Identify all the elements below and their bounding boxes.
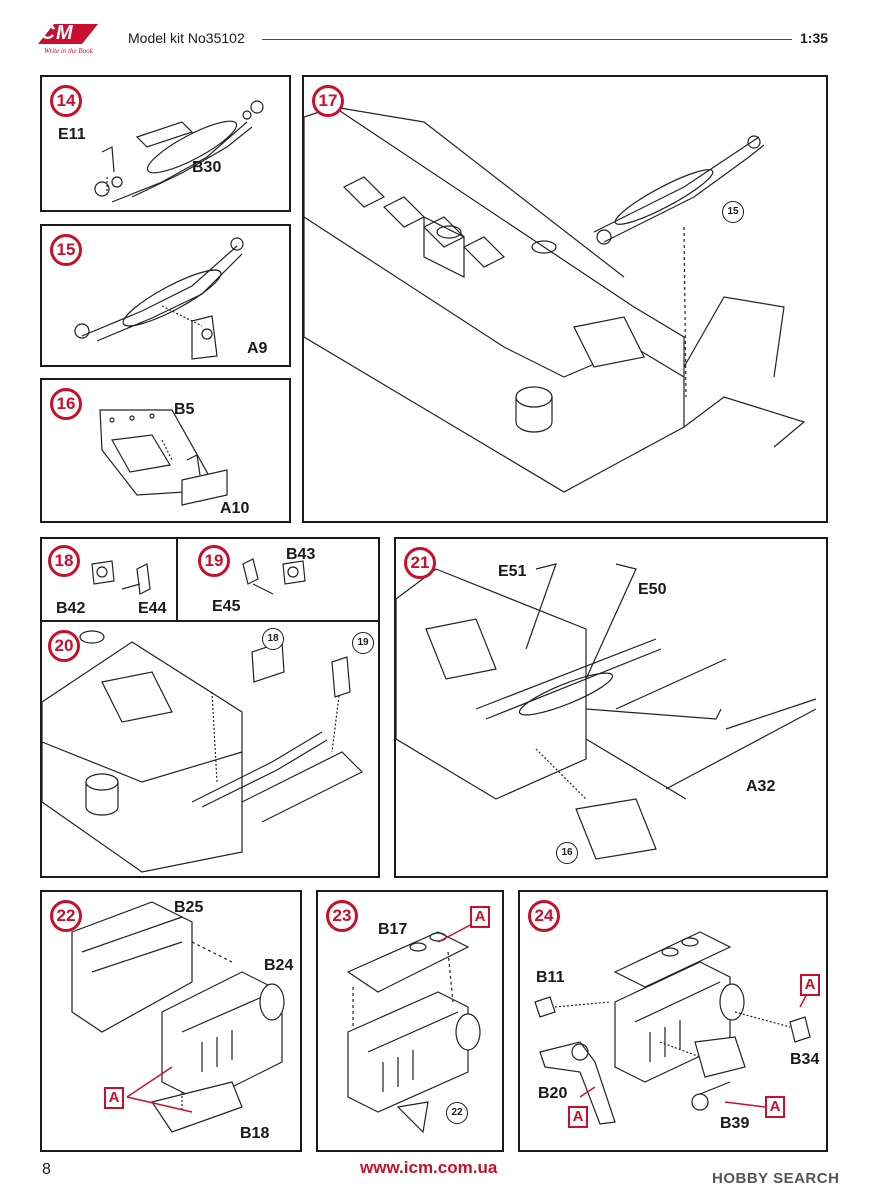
marker-a: A [104,1087,124,1109]
marker-a: A [568,1106,588,1128]
logo-text: ICM [34,22,74,44]
step-18-panel: 18 B42 E44 [40,537,176,622]
step-20-panel: 20 18 19 [40,620,380,878]
part-label-e44: E44 [138,600,167,617]
ref-step-16: 16 [556,842,578,864]
step-17-number: 17 [312,85,344,117]
part-label-b25: B25 [174,899,204,916]
step-21-drawing [396,563,817,860]
step-22-panel: 22 B25 B24 B18 A [40,890,302,1152]
logo-tagline: Write in the Book [44,47,93,55]
part-label-b30: B30 [192,159,222,176]
step-19-drawing [242,558,306,595]
step-16-drawing [99,409,228,506]
step-22-drawing [71,901,285,1133]
step-21-panel: 21 E51 E50 A32 16 [394,537,828,878]
part-label-a9: A9 [247,340,268,357]
marker-a: A [800,974,820,996]
ref-step-19: 19 [352,632,374,654]
website-link[interactable]: www.icm.com.ua [360,1158,498,1177]
step-19-number: 19 [198,545,230,577]
step-20-number: 20 [48,630,80,662]
marker-a: A [470,906,490,928]
part-label-e11: E11 [58,126,86,143]
part-label-b24: B24 [264,957,294,974]
step-15-panel: 15 A9 [40,224,291,367]
step-18-drawing [91,560,151,595]
ref-step-15: 15 [722,201,744,223]
part-label-a10: A10 [220,500,250,517]
step-16-number: 16 [50,388,82,420]
step-16-panel: 16 B5 A10 [40,378,291,523]
model-kit-title: Model kit No35102 [128,30,245,46]
part-label-b18: B18 [240,1125,270,1142]
step-17-drawing [304,106,806,493]
step-23-panel: 23 B17 A 22 [316,890,504,1152]
marker-a: A [765,1096,785,1118]
step-15-drawing [74,237,244,360]
scale-label: 1:35 [800,30,829,46]
part-label-b39: B39 [720,1115,750,1132]
watermark: HOBBY SEARCH [712,1170,840,1187]
part-label-e50: E50 [638,581,667,598]
step-15-number: 15 [50,234,82,266]
ref-step-22: 22 [446,1102,468,1124]
part-label-b20: B20 [538,1085,568,1102]
part-label-b42: B42 [56,600,86,617]
step-24-panel: 24 B11 B34 B20 B39 A A A [518,890,828,1152]
step-18-number: 18 [48,545,80,577]
step-22-number: 22 [50,900,82,932]
step-24-number: 24 [528,900,560,932]
step-20-drawing [42,630,364,873]
part-label-b11: B11 [536,969,565,986]
part-label-b17: B17 [378,921,408,938]
page-number: 8 [42,1161,51,1178]
step-17-panel: 17 15 [302,75,828,523]
part-label-b43: B43 [286,546,316,563]
part-label-e45: E45 [212,598,241,615]
part-label-a32: A32 [746,778,776,795]
step-23-number: 23 [326,900,358,932]
ref-step-18: 18 [262,628,284,650]
step-14-number: 14 [50,85,82,117]
step-21-number: 21 [404,547,436,579]
step-14-drawing [94,100,264,203]
part-label-b5: B5 [174,401,195,418]
step-23-drawing [346,921,481,1134]
part-label-e51: E51 [498,563,527,580]
step-19-panel: 19 B43 E45 [176,537,380,622]
step-24-drawing [534,931,811,1125]
icm-logo [38,24,98,44]
part-label-b34: B34 [790,1051,820,1068]
step-14-panel: 14 E11 B30 [40,75,291,212]
header-rule [262,39,792,40]
